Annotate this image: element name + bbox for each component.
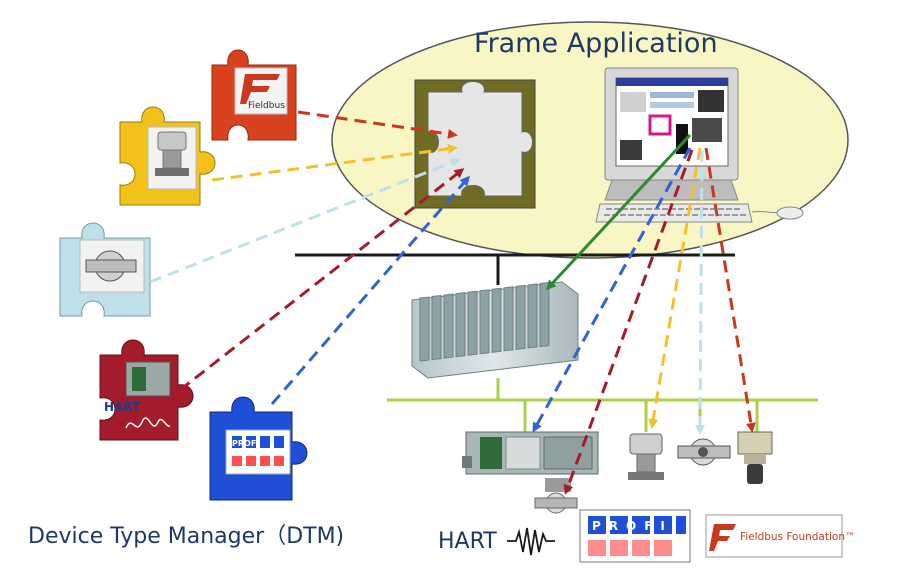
arrow-to-plc (545, 133, 692, 291)
rack-module-slot (467, 290, 478, 356)
pressure-transmitter-icon (628, 433, 664, 480)
fieldbus-foundation-logo (705, 514, 843, 558)
hart-caption: HART (438, 529, 497, 554)
fieldbus-transmitter-icon (737, 431, 773, 484)
rack-module-slot (431, 294, 442, 361)
hart-valve-device-icon (534, 478, 578, 514)
puzzle-dtm-hart (99, 339, 194, 441)
profi-logo-label: PROFI (592, 519, 673, 533)
rack-module-slot (503, 286, 514, 352)
arrow-to-fieldbus-transmitter (704, 147, 756, 433)
hart-puzzle-label: HART (104, 400, 141, 414)
rack-module-slot (419, 296, 430, 362)
arrow-valve-dtm (149, 157, 461, 284)
hart-signal-logo (507, 527, 555, 556)
arrow-fieldbus-dtm (297, 110, 458, 139)
flow-meter-icon (677, 438, 731, 466)
rack-module-slot (479, 289, 490, 355)
puzzle-dtm-valve (59, 222, 151, 317)
arrow-transmitter-dtm (211, 143, 458, 182)
arrow-profibus-dtm (270, 175, 470, 405)
puzzle-dtm-transmitter (119, 106, 216, 206)
rack-module-slot (491, 287, 502, 353)
profi-puzzle-label: PROFI (232, 439, 259, 448)
arrow-hart-dtm (179, 168, 465, 392)
arrow-to-hart-device (563, 149, 694, 495)
remote-io-module (462, 431, 599, 475)
profibus-logo (579, 509, 691, 563)
frame-application-title: Frame Application (474, 28, 718, 59)
arrow-to-remote-io (532, 147, 692, 433)
workstation-computer-icon (595, 67, 804, 223)
puzzle-dtm-fieldbus (211, 49, 297, 141)
rack-module-slot (539, 281, 550, 348)
dtm-caption: Device Type Manager（DTM) (28, 524, 345, 549)
puzzle-dtm-profibus (209, 396, 308, 501)
fieldbus-puzzle-label: Fieldbus (248, 101, 285, 111)
rack-module-slot (527, 283, 538, 349)
rack-module-slot (515, 284, 526, 350)
rack-module-slot (443, 293, 454, 359)
frame-dtm-socket (414, 79, 536, 209)
fieldbus-foundation-label: Fieldbus Foundation™ (740, 531, 855, 543)
arrow-to-pressure-transmitter (648, 147, 702, 429)
arrow-to-flow-meter (695, 149, 706, 435)
rack-module-slot (455, 292, 466, 358)
plc-controller-rack (411, 281, 579, 379)
